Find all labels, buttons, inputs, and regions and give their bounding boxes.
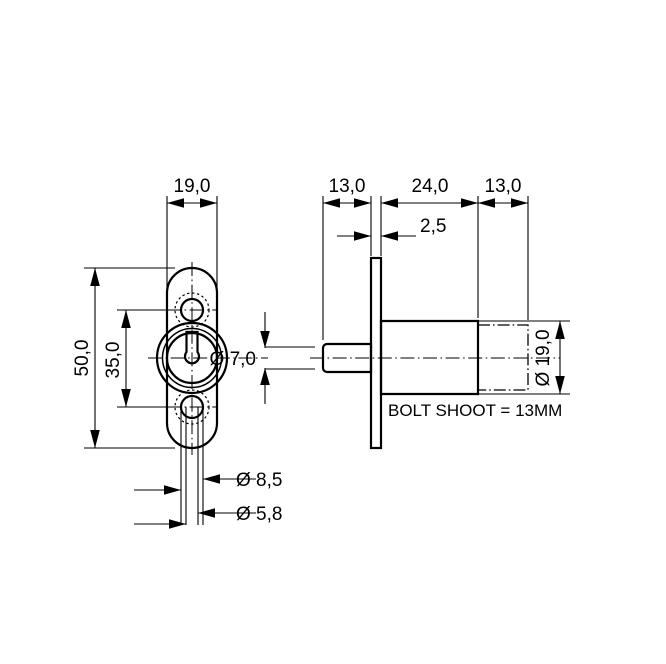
dimension-dia-7: Ø 7,0 [210,312,315,404]
hole-projection-lines [180,407,204,525]
dimension-label-dia-58: Ø 5,8 [236,504,282,525]
dimension-label-length-13-front: 13,0 [329,176,366,197]
side-plunger-pin [321,342,373,374]
dimension-length-13-front: 13,0 [323,176,371,208]
dimension-label-length-13-bolt: 13,0 [485,176,522,197]
dimension-label-dia-7: Ø 7,0 [210,349,256,370]
dimension-label-spacing-35: 35,0 [103,342,124,379]
dimension-length-13-bolt: 13,0 [478,176,528,208]
side-extension-lines [322,196,529,340]
dimension-height-50: 50,0 [72,267,175,449]
bolt-shoot-note: BOLT SHOOT = 13MM [388,401,562,420]
dimension-label-height-50: 50,0 [72,340,93,377]
dimension-length-24: 24,0 [381,176,478,208]
dimension-label-dia-85: Ø 8,5 [236,470,282,491]
keyway-slot [183,330,201,365]
dimension-dia-85: Ø 8,5 [134,470,282,495]
side-bolt-extended-phantom [477,324,529,391]
dimension-dia-19: Ø 19,0 [478,320,570,395]
dimension-thickness-25: 2,5 [337,216,446,241]
dimension-width-19: 19,0 [166,176,218,292]
faceplate-outline [165,266,219,450]
dimension-spacing-35: 35,0 [103,309,178,408]
dimension-dia-58: Ø 5,8 [134,504,282,529]
dimension-label-thickness-25: 2,5 [420,216,446,237]
dimension-label-dia-19: Ø 19,0 [533,329,554,386]
dimension-label-length-24: 24,0 [412,176,449,197]
dimension-label-width-19: 19,0 [174,176,211,197]
screw-hole-top-countersink [174,292,210,328]
